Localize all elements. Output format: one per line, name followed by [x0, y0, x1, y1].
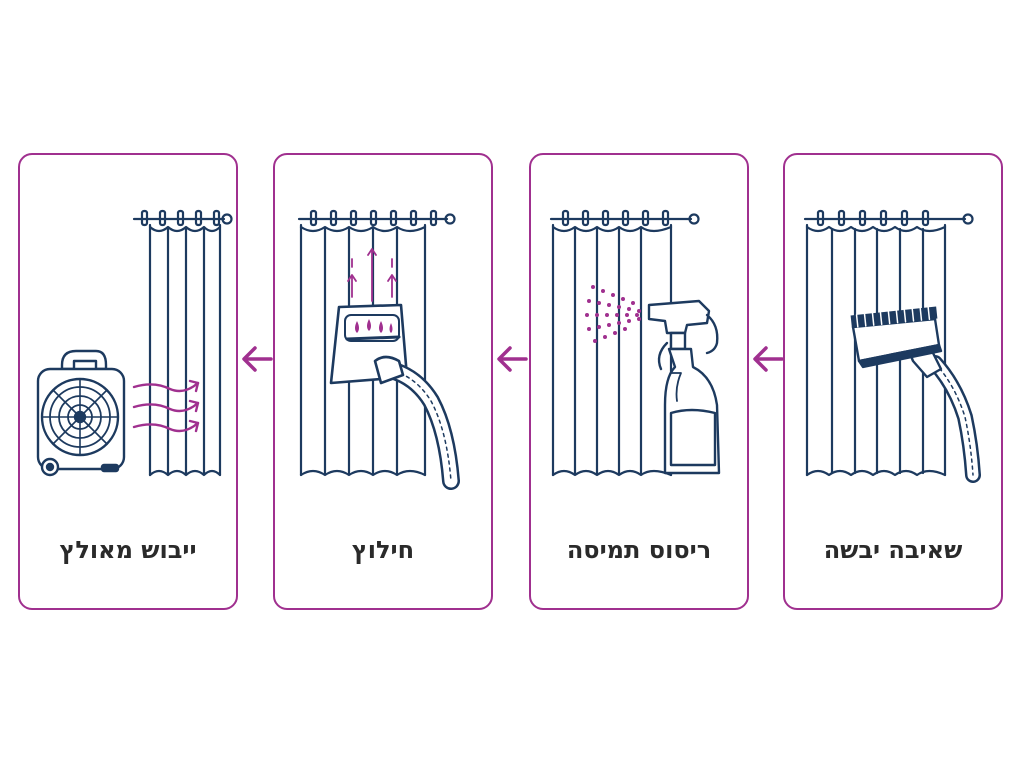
step-label: ייבוש מאולץ [59, 536, 197, 564]
extraction-nozzle-icon [297, 209, 460, 490]
step-card-spray: ריסוס תמיסה [529, 153, 749, 610]
vacuum-brush-icon [803, 209, 981, 483]
arrow-left-icon [497, 346, 528, 372]
step-label: ריסוס תמיסה [566, 536, 712, 564]
arrow-left-icon [753, 346, 784, 372]
step-card-dry-vacuum: שאיבה יבשה [783, 153, 1003, 610]
step-card-forced-drying: ייבוש מאולץ [18, 153, 238, 610]
drying-fan-icon [36, 209, 233, 477]
step-label: שאיבה יבשה [823, 536, 963, 564]
arrow-left-icon [242, 346, 273, 372]
step-label: חילוץ [351, 536, 415, 564]
spray-bottle-icon [549, 209, 721, 477]
step-card-extraction: חילוץ [273, 153, 493, 610]
